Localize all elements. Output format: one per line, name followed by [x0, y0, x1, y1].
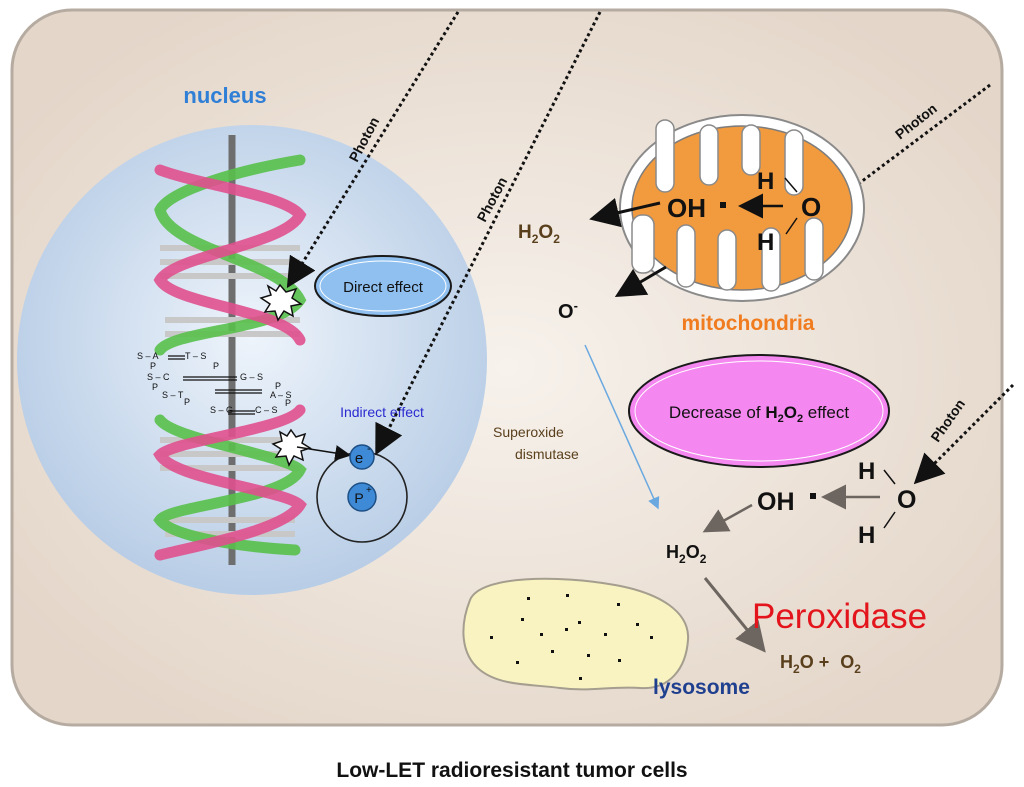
mito-h-bottom: H: [757, 229, 774, 256]
decrease-effect-ellipse: [628, 354, 890, 468]
base-pair-1-left: S – A: [137, 351, 159, 361]
nucleus-body: [17, 125, 487, 595]
phosphate-5: P: [184, 397, 190, 407]
indirect-effect-label: Indirect effect: [340, 404, 424, 420]
photon-arrow-4: [913, 383, 1015, 485]
mito-oh-radical: OH: [667, 193, 706, 223]
mitochondria-title: mitochondria: [681, 312, 814, 335]
lysosome-title: lysosome: [653, 676, 750, 699]
products: H2O + O2: [780, 652, 861, 676]
proton-charge: +: [366, 485, 372, 496]
sod-label-line2: dismutase: [515, 446, 579, 462]
mito-o: O: [801, 192, 821, 222]
base-pair-3-left: S – T: [162, 390, 184, 400]
water-h-bottom: H: [858, 522, 875, 549]
dna-helix: [153, 135, 307, 565]
base-pair-2-left: S – C: [147, 372, 170, 382]
water-h-top: H: [858, 458, 875, 485]
photon-arrow-2: [375, 11, 602, 456]
phosphate-6: P: [285, 398, 291, 408]
h2o2-mito: H2O2: [518, 222, 560, 246]
figure-caption: Low-LET radioresistant tumor cells: [336, 759, 687, 782]
damage-burst-icon-2: [271, 428, 312, 467]
phosphate-3: P: [152, 382, 158, 392]
electron: [349, 444, 375, 470]
sod-label-line1: Superoxide: [493, 424, 564, 440]
proton: [347, 482, 377, 512]
mito-h-top: H: [757, 168, 774, 195]
phosphate-2: P: [213, 361, 219, 371]
lysosome-granules: [490, 594, 653, 680]
base-pair-1-right: T – S: [185, 351, 206, 361]
phosphate-1: P: [150, 361, 156, 371]
peroxidase-label: Peroxidase: [752, 597, 927, 636]
damage-burst-icon: [259, 283, 303, 322]
mito-radical-dot: [720, 202, 726, 208]
electron-charge: -: [367, 443, 371, 455]
radical-dot: [810, 493, 816, 499]
sod-arrow: [584, 344, 660, 510]
base-pair-3-right: A – S: [270, 390, 292, 400]
nucleus-title: nucleus: [183, 83, 266, 108]
base-pair-4-right: C – S: [255, 405, 278, 415]
proton-label: P: [354, 490, 363, 506]
electron-label: e: [355, 450, 363, 467]
decrease-effect-label: Decrease of H2O2 effect: [669, 403, 849, 425]
h2o2-lower: H2O2: [666, 542, 707, 566]
base-pairs: S – A T – S S – C G – S S – T A – S S – …: [137, 351, 292, 415]
oh-radical: OH: [757, 488, 795, 516]
water-o: O: [897, 486, 916, 514]
lysosome-body: [462, 577, 690, 691]
superoxide: O-: [558, 298, 578, 323]
base-pair-4-left: S – G: [210, 405, 233, 415]
phosphate-4: P: [275, 381, 281, 391]
direct-effect-label: Direct effect: [343, 279, 424, 296]
photon-arrow-1: [286, 11, 460, 289]
base-pair-2-right: G – S: [240, 372, 263, 382]
